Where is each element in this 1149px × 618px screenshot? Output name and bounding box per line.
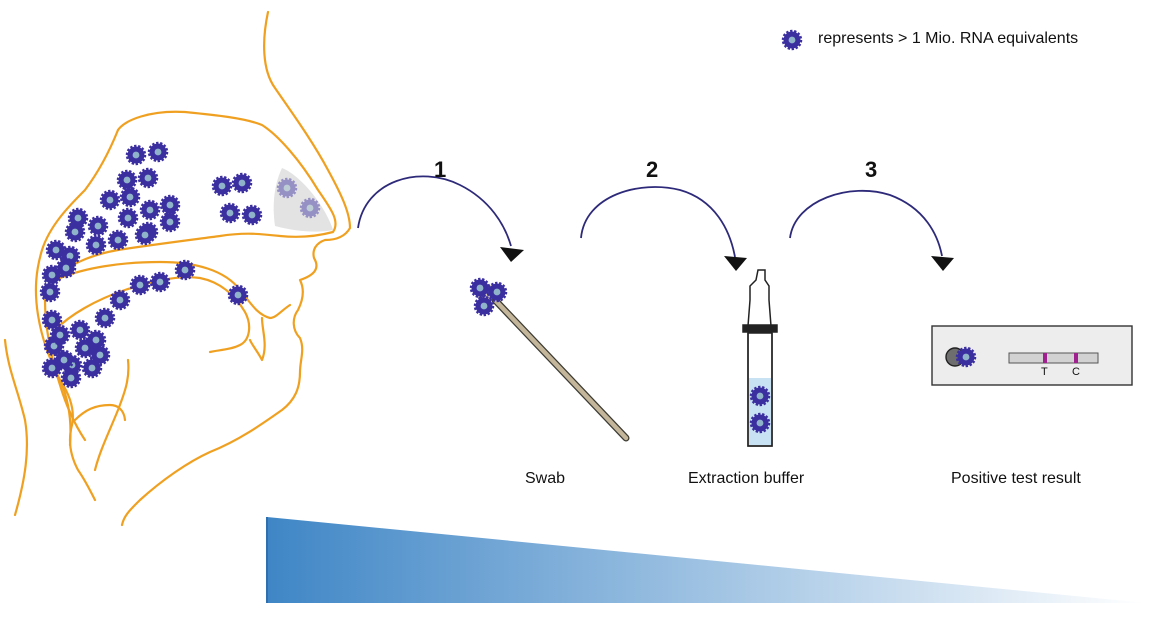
step-3-arrowhead <box>931 256 954 271</box>
virus-particle-icon <box>56 352 73 369</box>
step-1-number: 1 <box>434 157 446 183</box>
virus-particle-icon <box>472 280 489 297</box>
virus-particle-icon <box>42 284 59 301</box>
extraction-buffer-caption: Extraction buffer <box>688 470 804 488</box>
virus-particle-icon <box>44 312 61 329</box>
virus-particle-icon <box>784 32 801 49</box>
virus-particle-icon <box>58 260 75 277</box>
viral-load-gradient-wedge <box>267 517 1146 603</box>
virus-particle-icon <box>72 322 89 339</box>
step-arrows <box>358 176 942 257</box>
virus-particle-icon <box>752 415 769 432</box>
virus-particle-icon <box>784 32 801 49</box>
virus-particle-icon <box>489 284 506 301</box>
virus-particle-faded-icon <box>279 180 296 197</box>
virus-particle-faded-icon <box>302 200 319 217</box>
virus-particle-icon <box>90 218 107 235</box>
virus-particle-in-sample-well <box>958 349 975 366</box>
face-profile-outline <box>122 12 350 525</box>
virus-particle-icon <box>476 298 493 315</box>
legend-label: represents > 1 Mio. RNA equivalents <box>818 30 1078 48</box>
step-2-arrow <box>581 187 735 257</box>
swab-illustration <box>476 284 626 438</box>
control-line <box>1074 353 1078 363</box>
arrowheads <box>500 247 954 271</box>
virus-particle-icon <box>97 310 114 327</box>
virus-particle-icon <box>244 207 261 224</box>
virus-particle-icon <box>150 144 167 161</box>
virus-particle-icon <box>92 347 109 364</box>
virus-particle-icon <box>222 205 239 222</box>
step-2-number: 2 <box>646 157 658 183</box>
virus-particle-icon <box>122 189 139 206</box>
step-1-arrow <box>358 176 511 246</box>
test-strip-window <box>1009 353 1098 363</box>
step-1-arrowhead <box>500 247 524 262</box>
virus-particle-icon <box>140 170 157 187</box>
virus-particle-icon <box>102 192 119 209</box>
virus-particle-icon <box>177 262 194 279</box>
virus-particle-icon <box>63 370 80 387</box>
step-2-arrowhead <box>724 256 747 271</box>
step-3-arrow <box>790 191 942 256</box>
test-line <box>1043 353 1047 363</box>
virus-particle-icon <box>958 349 975 366</box>
virus-particle-icon <box>52 327 69 344</box>
virus-particle-icon <box>112 292 129 309</box>
virus-particle-icon <box>162 197 179 214</box>
virus-particle-icon <box>132 277 149 294</box>
test-line-label: T <box>1041 366 1048 378</box>
virus-particle-icon <box>119 172 136 189</box>
virus-particles-in-airway <box>42 144 319 387</box>
virus-particle-icon <box>230 287 247 304</box>
virus-particle-icon <box>128 147 145 164</box>
control-line-label: C <box>1072 366 1080 378</box>
positive-result-caption: Positive test result <box>951 470 1081 488</box>
swab-caption: Swab <box>525 470 565 488</box>
virus-particle-icon <box>67 224 84 241</box>
virus-particle-icon <box>142 202 159 219</box>
virus-particle-icon <box>234 175 251 192</box>
virus-particle-icon <box>137 227 154 244</box>
tube-cap-ring <box>743 325 777 332</box>
virus-particle-icon <box>88 237 105 254</box>
virus-particle-icon <box>752 388 769 405</box>
virus-particle-icon <box>162 214 179 231</box>
virus-particle-icon <box>120 210 137 227</box>
step-3-number: 3 <box>865 157 877 183</box>
virus-particle-icon <box>214 178 231 195</box>
virus-particle-icon <box>110 232 127 249</box>
virus-particle-icon <box>152 274 169 291</box>
palate-outline <box>60 262 290 318</box>
